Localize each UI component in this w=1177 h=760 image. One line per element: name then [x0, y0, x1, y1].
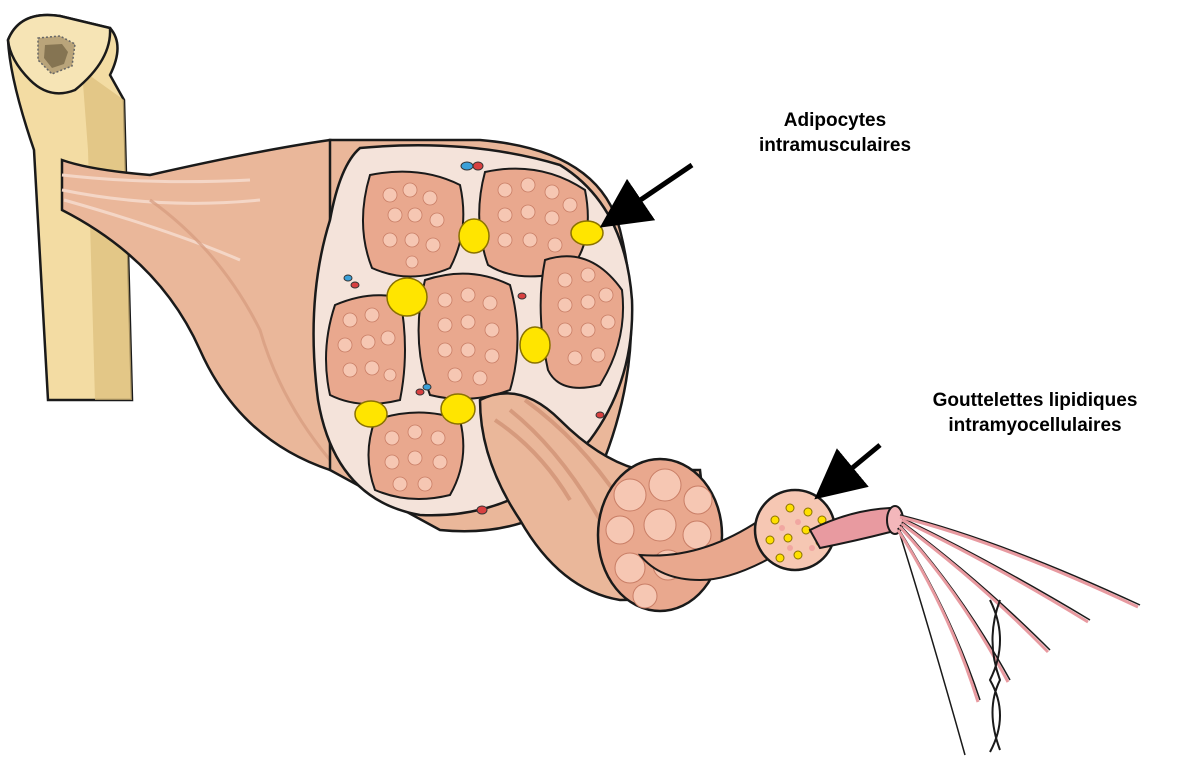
lipid-droplets-label: Gouttelettes lipidiques intramyocellulai…	[900, 388, 1170, 438]
adipocytes-label-line1: Adipocytes	[730, 108, 940, 133]
adipocytes-label: Adipocytes intramusculaires	[730, 108, 940, 158]
arrow-icon	[822, 445, 880, 493]
arrow-icon	[608, 165, 692, 222]
lipid-droplets-label-line1: Gouttelettes lipidiques	[900, 388, 1170, 413]
lipid-droplets-label-line2: intramyocellulaires	[900, 413, 1170, 438]
myofibril-icon	[810, 506, 1140, 755]
adipocytes-label-line2: intramusculaires	[730, 133, 940, 158]
